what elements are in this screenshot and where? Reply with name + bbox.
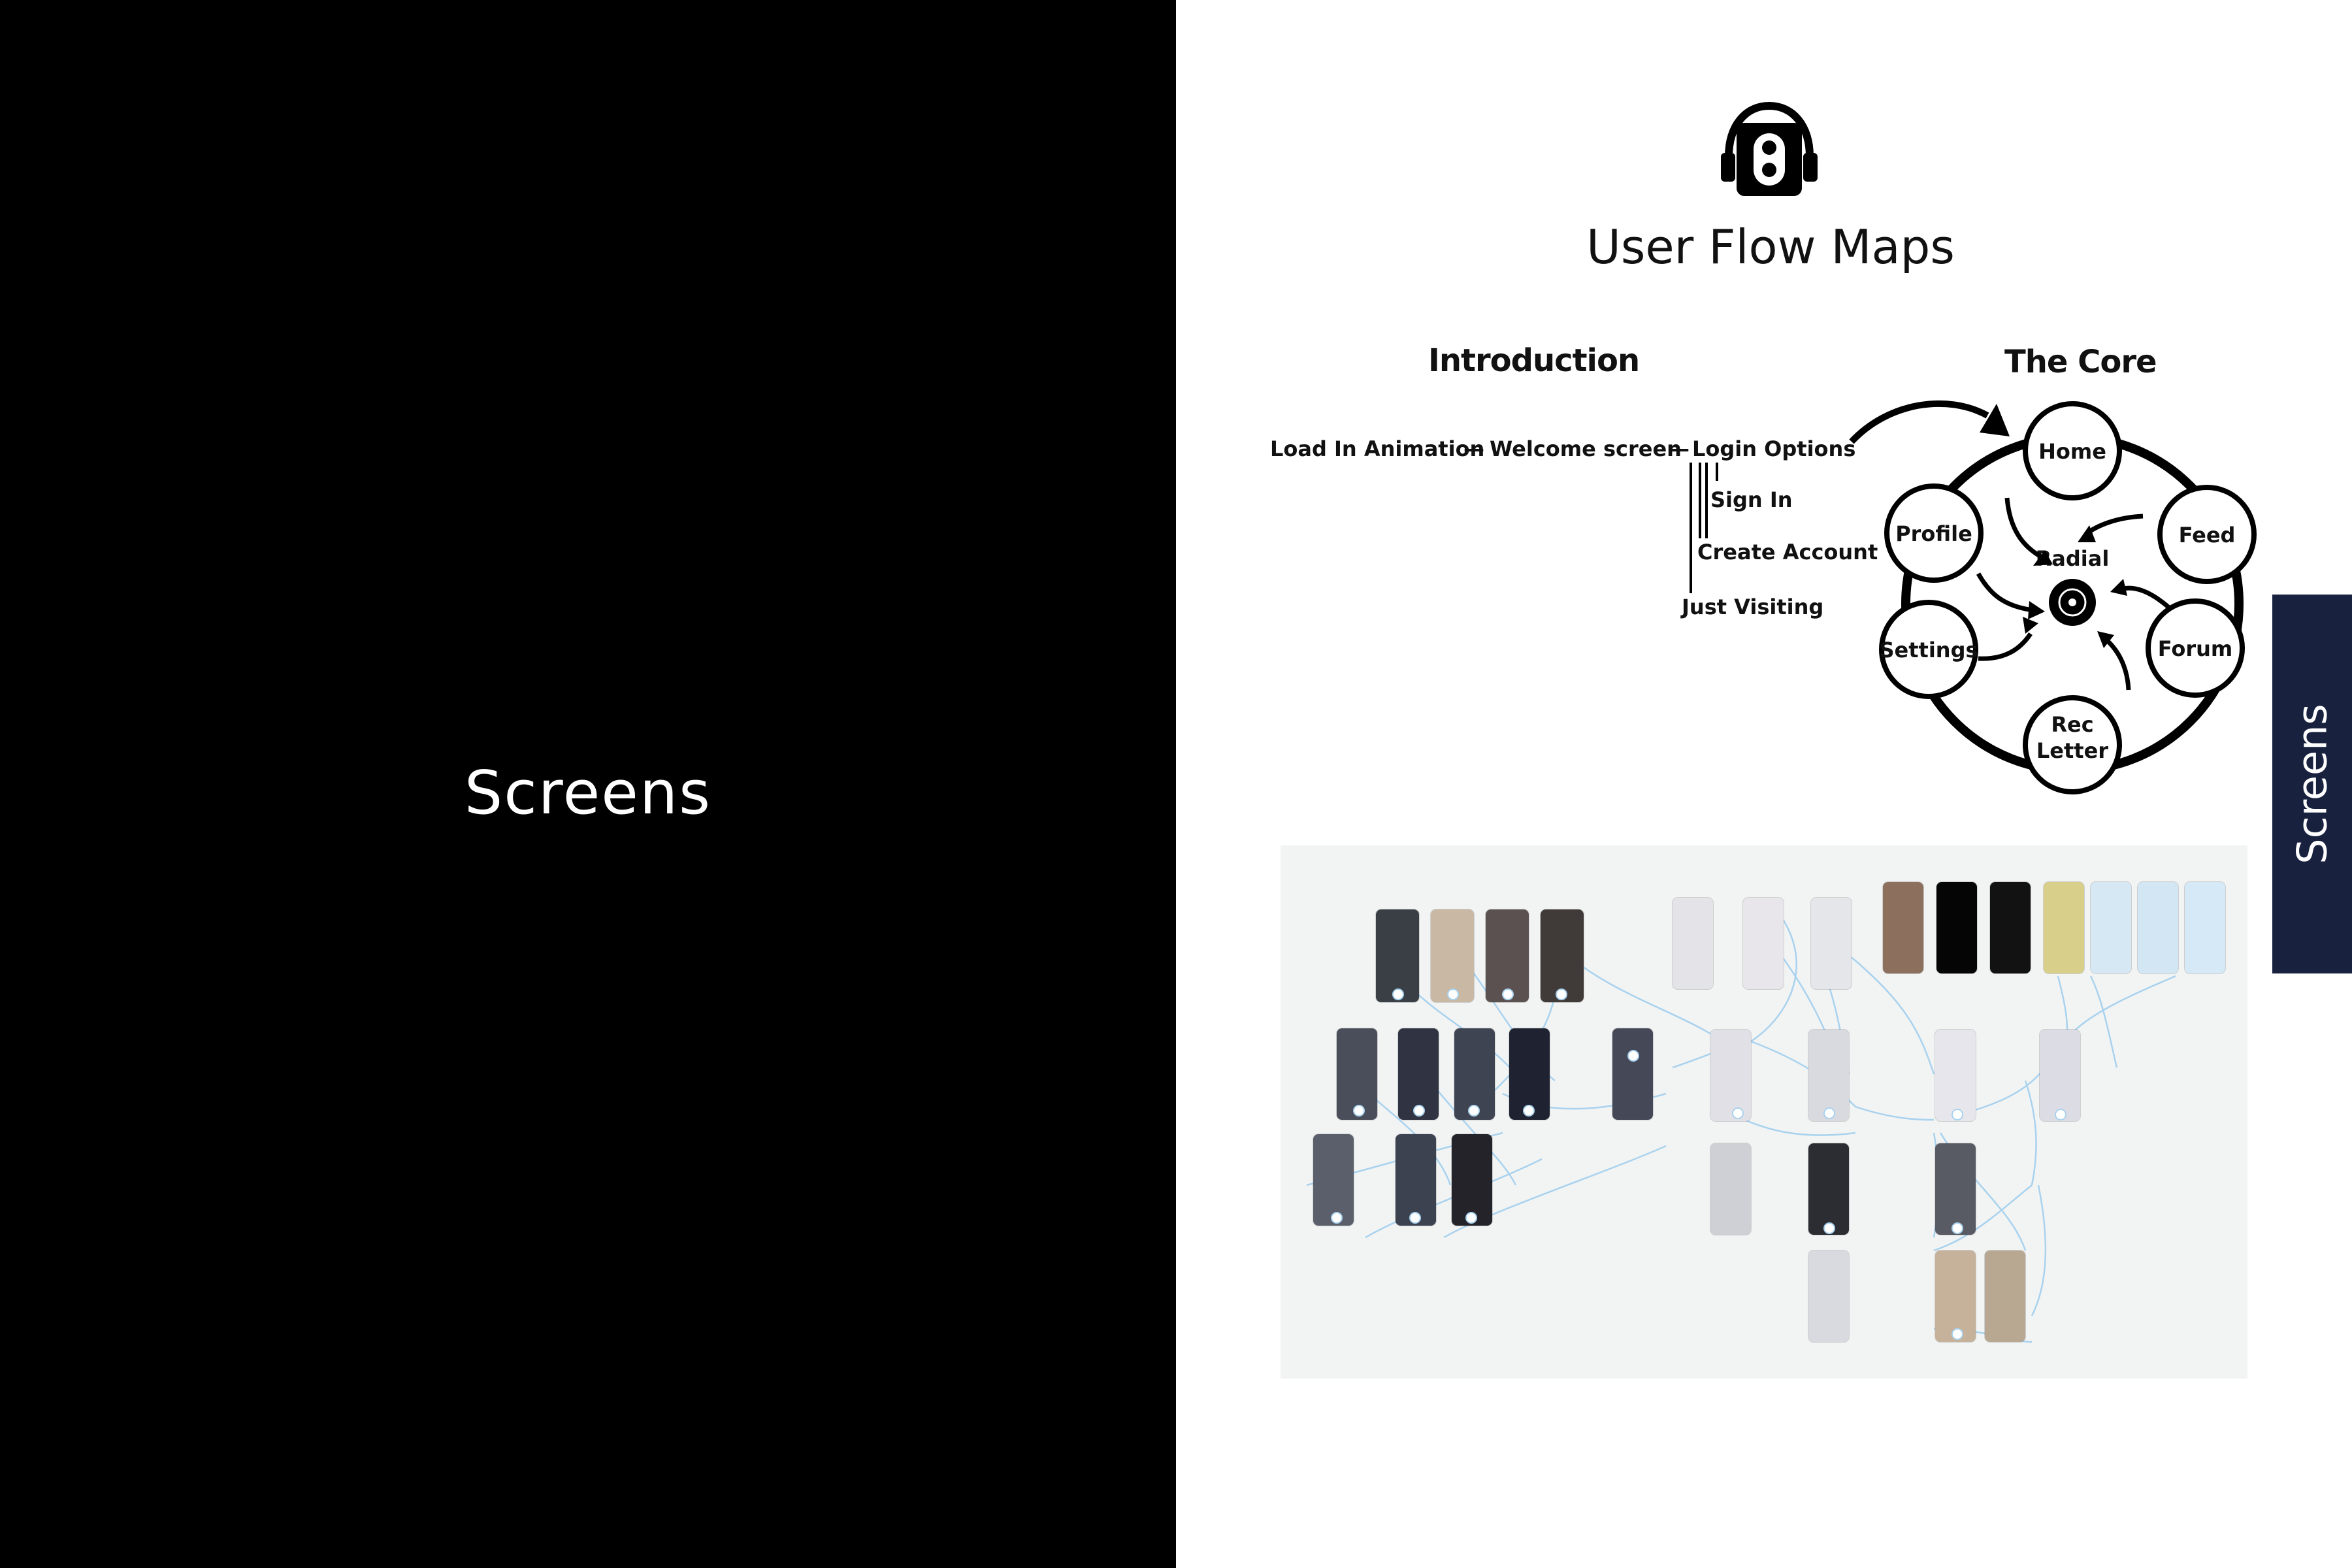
node-rec-letter-label: Letter — [2036, 738, 2108, 763]
screen-thumbnail — [1935, 1143, 1976, 1235]
screen-thumbnail — [1990, 882, 2031, 973]
screen-thumbnail — [1743, 898, 1784, 989]
screen-thumbnail — [1431, 909, 1474, 1002]
node-home — [2023, 401, 2122, 500]
node-forum-label: Forum — [2158, 636, 2232, 661]
flow-arrowheads — [2023, 525, 2127, 648]
flow-welcome: Welcome screen — [1490, 436, 1682, 461]
screen-thumbnail — [1313, 1134, 1354, 1226]
screen-thumbnail — [2040, 1030, 2080, 1121]
node-settings — [1879, 600, 1978, 699]
screen-thumbnail — [2091, 882, 2131, 973]
screen-thumbnail — [2044, 882, 2084, 973]
headphones-cassette-icon — [1721, 101, 1818, 196]
left-panel-title: Screens — [464, 758, 712, 828]
screen-thumbnail — [1486, 909, 1529, 1002]
node-rec-letter-label: Rec — [2051, 712, 2093, 737]
node-rec-letter — [2023, 695, 2122, 794]
connector-nodes — [1331, 988, 2066, 1340]
screen-thumbnail — [1710, 1143, 1751, 1235]
left-panel: Screens — [0, 0, 1176, 1568]
introduction-heading: Introduction — [1428, 342, 1640, 379]
side-tab-label: Screens — [2288, 704, 2336, 864]
node-settings-label: Settings — [1879, 638, 1978, 662]
screen-thumbnail — [1376, 909, 1419, 1002]
screen-thumbnail — [1985, 1250, 2025, 1342]
screen-thumbnail — [2138, 882, 2178, 973]
flow-branch-lines — [1690, 463, 1718, 593]
flow-login-options: Login Options — [1692, 436, 1856, 461]
page-title: User Flow Maps — [1586, 220, 1955, 274]
flow-separator: — — [1463, 436, 1484, 461]
screens-flow-map — [1281, 845, 2247, 1379]
flow-just-visiting: Just Visiting — [1682, 595, 1824, 619]
core-heading: The Core — [2004, 344, 2157, 380]
screen-thumbnail — [1935, 1030, 1976, 1121]
screen-thumbnail — [1935, 1250, 1976, 1342]
node-profile-label: Profile — [1895, 521, 1972, 546]
screen-thumbnail — [1936, 882, 1977, 973]
screen-thumbnail — [1612, 1028, 1653, 1120]
flow-load-in: Load In Animation — [1270, 436, 1485, 461]
node-home-label: Home — [2038, 439, 2106, 464]
screen-thumbnail — [1808, 1143, 1849, 1235]
screen-thumbnail — [1673, 898, 1713, 989]
screen-thumbnail — [1396, 1134, 1436, 1226]
flow-create-account: Create Account — [1697, 540, 1878, 564]
flow-separator: — — [1669, 436, 1690, 461]
node-forum — [2146, 598, 2245, 698]
core-radial-diagram: Radial Home Feed Forum Rec Letter — [1879, 401, 2257, 794]
screen-thumbnail — [1811, 898, 1852, 989]
screen-thumbnail — [1452, 1134, 1492, 1226]
node-feed — [2157, 485, 2257, 584]
screen-thumbnail — [1710, 1030, 1751, 1121]
screen-thumbnail — [1337, 1028, 1377, 1120]
screen-thumbnail — [1808, 1250, 1849, 1342]
flow-sign-in: Sign In — [1710, 487, 1793, 512]
screen-thumbnail — [1541, 909, 1584, 1002]
screen-thumbnail — [1454, 1028, 1495, 1120]
vinyl-record-icon — [2049, 579, 2096, 626]
intro-to-core-arrow — [1849, 400, 2010, 444]
screen-thumbnail — [1808, 1030, 1849, 1121]
node-feed-label: Feed — [2179, 523, 2236, 547]
screen-thumbnail — [1509, 1028, 1550, 1120]
screen-thumbnail — [1883, 882, 1923, 973]
screen-thumbnail — [2185, 882, 2225, 973]
side-tab-screens[interactable]: Screens — [2272, 595, 2352, 973]
screen-thumbnail — [1398, 1028, 1439, 1120]
node-profile — [1884, 483, 1984, 583]
